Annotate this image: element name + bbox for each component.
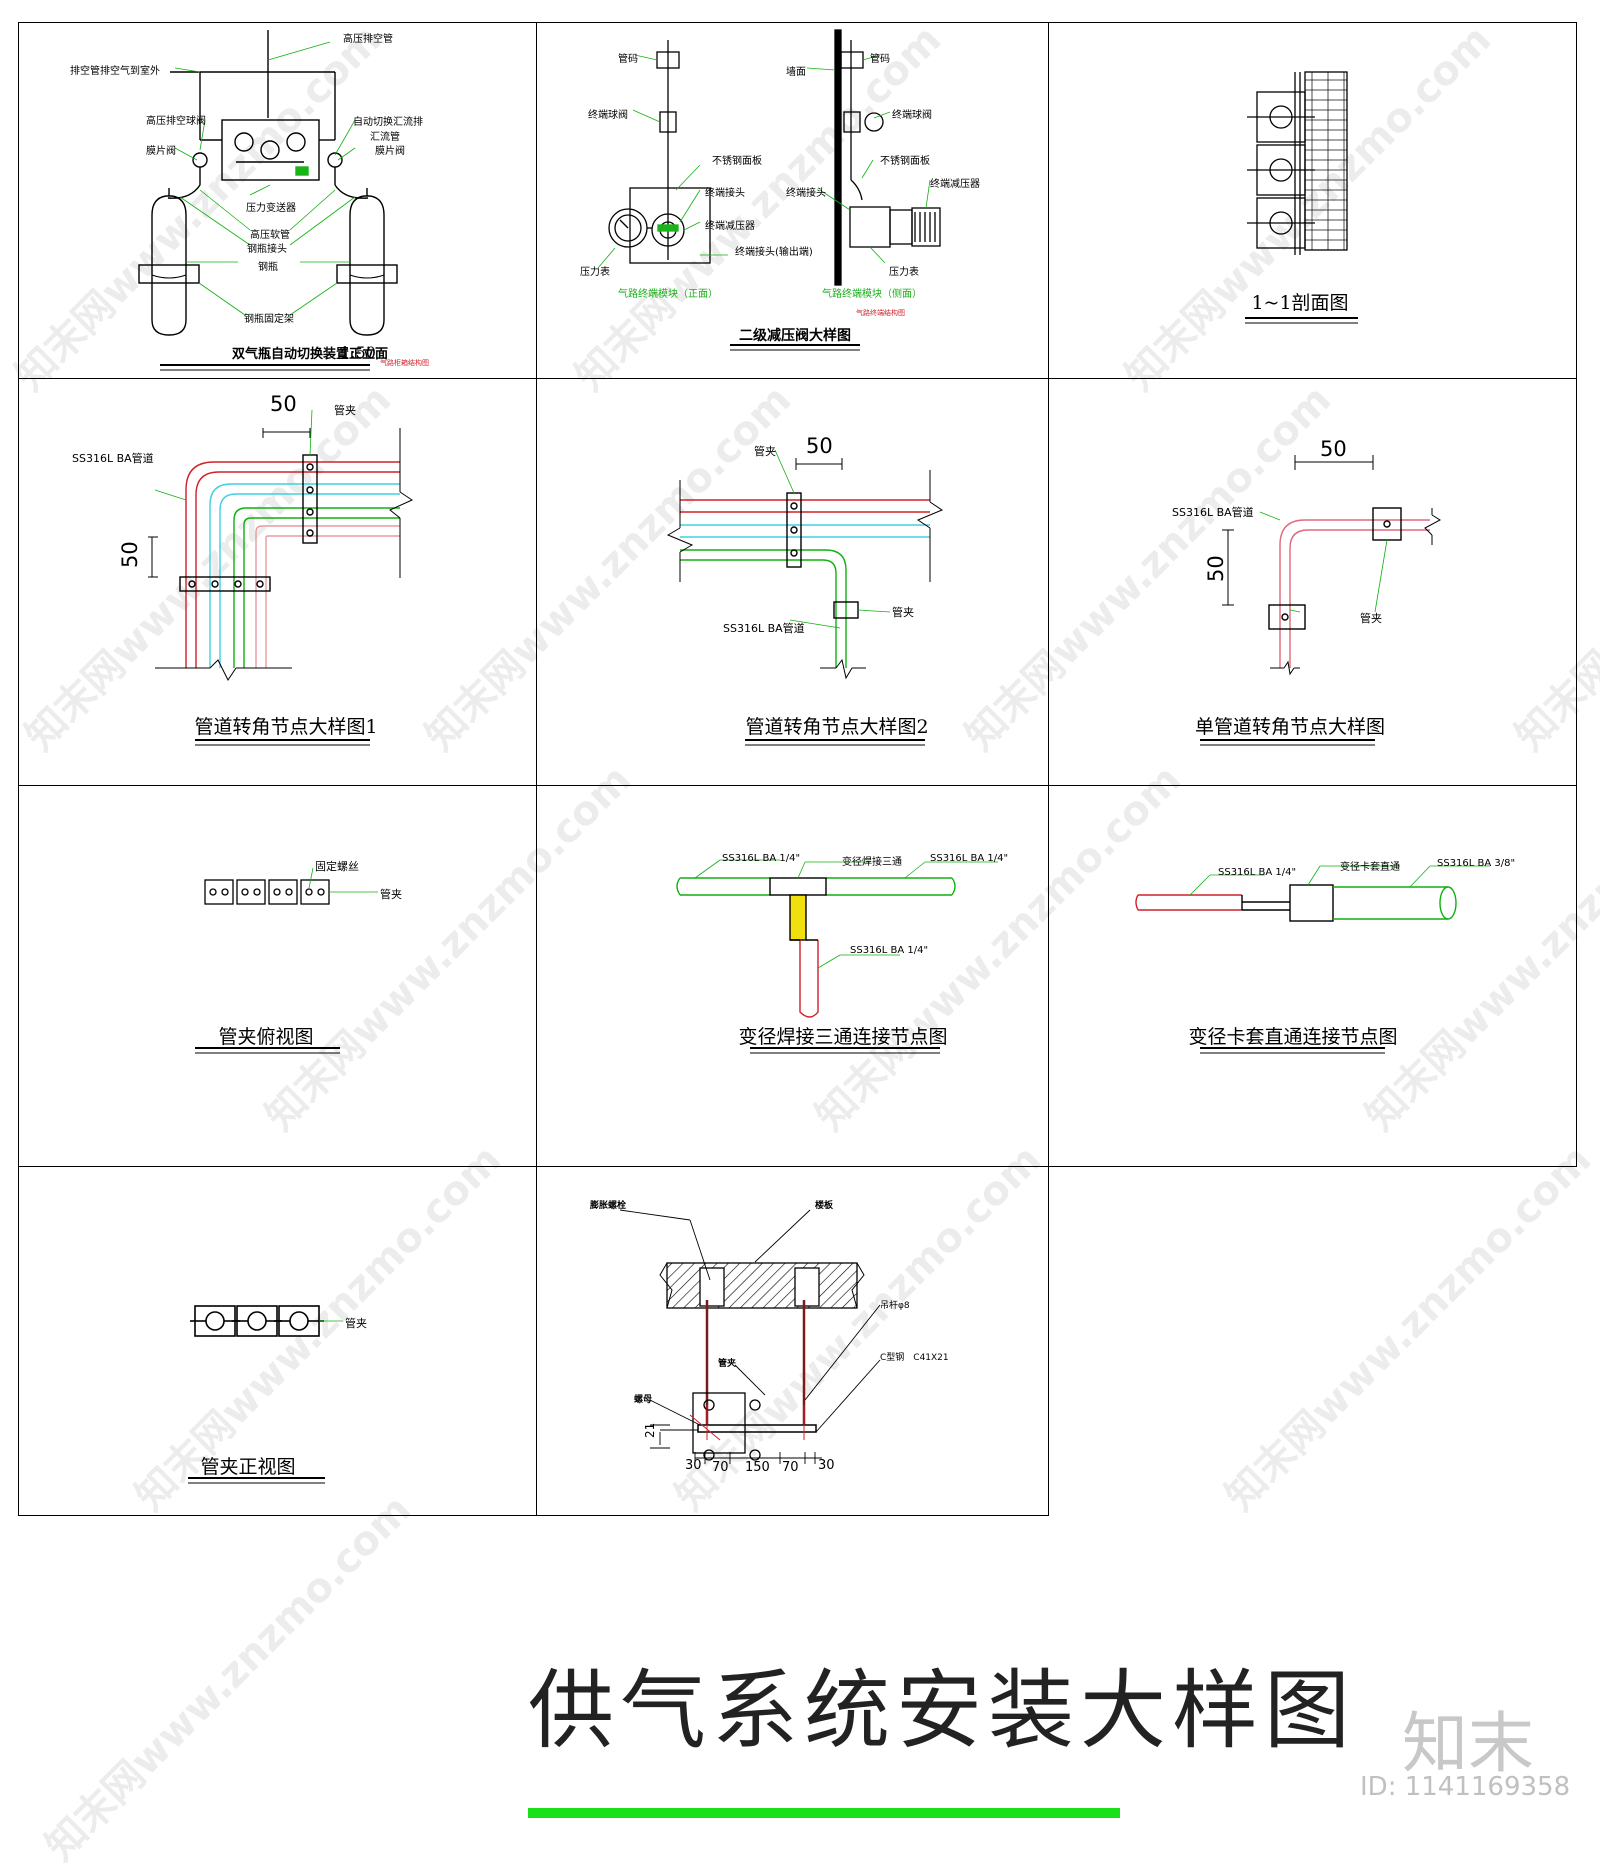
label-tee: 变径焊接三通 [842,857,902,868]
panel-title: 管道转角节点大样图2 [745,716,929,738]
panel-title: 变径焊接三通连接节点图 [738,1026,948,1048]
dimension: 150 [745,1460,770,1475]
dimension: 30 [818,1458,835,1473]
label-steel-panel: 不锈钢面板 [712,156,762,167]
label-terminal-joint: 终端接头 [705,188,745,199]
label-clamp: 管夹 [892,606,914,619]
label-screw: 固定螺丝 [315,860,359,873]
label-terminal-joint: 终端接头 [786,188,826,199]
panel-frame [1048,785,1577,1167]
panel-scale: 1:50 [340,343,376,362]
dimension: 50 [270,392,297,416]
label-hp-hose: 高压软管 [250,230,290,241]
label-ball-valve: 终端球阀 [892,110,932,121]
label-clamp: 管夹 [754,445,776,458]
label-clamp: 管夹 [345,1317,367,1330]
panel-title: 1~1剖面图 [1251,292,1349,314]
panel-title: 管道转角节点大样图1 [194,716,378,738]
label-pipe: SS316L BA管道 [723,622,805,635]
label-module-side: 气路终端模块（侧面） [822,289,922,300]
brand-logo: 知末 [1402,1705,1534,1782]
label-pipe-right: SS316L BA 3/8" [1437,858,1516,869]
reducing-union-diagram [1135,865,1490,1054]
label-hp-vent-pipe: 高压排空管 [343,34,393,45]
drawing-sheet: 知末网www.znzmo.com 知末网www.znzmo.com 知末网www… [7,17,1600,1870]
hanger-detail-diagram [619,1209,881,1464]
panel-title: 管夹正视图 [200,1456,296,1478]
dimension: 50 [1204,555,1228,582]
cylinder-switch-diagram [138,30,398,371]
label-wall: 墙面 [786,67,806,78]
panel-frame [536,1166,1049,1516]
panel-title: 二级减压阀大样图 [739,328,851,344]
label-outlet: 终端接头(输出端) [735,247,813,258]
panel-note: 气路柜箱结构图 [380,359,429,367]
clamp-front-view-diagram [188,1305,343,1484]
sheet-title: 供气系统安装大样图 [528,1661,1356,1761]
label-clamp: 管夹 [718,1359,737,1369]
label-pipe-left: SS316L BA 1/4" [722,853,801,864]
label-diaphragm-valve-left: 膜片阀 [146,146,176,157]
label-module-front: 气路终端模块（正面） [618,289,718,300]
dimension: 50 [1320,437,1347,461]
dimension: 21 [643,1422,657,1438]
image-id: ID: 1141169358 [1360,1772,1571,1802]
dimension: 50 [118,541,142,568]
label-cylinder-joint: 钢瓶接头 [247,244,287,255]
label-diaphragm-valve-right: 膜片阀 [375,146,405,157]
panel-title: 双气瓶自动切换装置正立面 [232,347,389,362]
label-rod: 吊杆φ8 [880,1301,910,1311]
label-union: 变径卡套直通 [1340,862,1400,873]
label-pipe-code: 管码 [870,54,890,65]
clamp-top-view-diagram [195,867,378,1054]
label-pipe-right: SS316L BA 1/4" [930,853,1009,864]
label-slab: 楼板 [815,1201,834,1211]
reducing-tee-diagram [676,859,998,1054]
label-anchor: 膨胀螺栓 [590,1201,627,1211]
label-clamp: 管夹 [334,404,356,417]
label-pressure-transmitter: 压力变送器 [246,203,296,214]
pipe-corner-2-diagram [666,449,944,746]
dimension: 30 [685,1458,702,1473]
dimension: 70 [712,1460,729,1475]
label-gauge: 压力表 [580,267,610,278]
label-pipe: SS316L BA管道 [1172,506,1254,519]
label-gauge: 压力表 [889,267,919,278]
label-terminal-reducer: 终端减压器 [930,179,980,190]
label-pipe: SS316L BA管道 [72,452,154,465]
title-underline [528,1808,1120,1818]
label-cylinder: 钢瓶 [258,262,278,273]
label-clamp: 管夹 [1360,612,1382,625]
label-manifold: 汇流管 [370,132,400,143]
label-ball-valve: 终端球阀 [588,110,628,121]
label-terminal-reducer: 终端减压器 [705,221,755,232]
label-nut: 螺母 [634,1395,653,1405]
panel-title: 单管道转角节点大样图 [1194,716,1386,738]
label-pipe-code: 管码 [618,54,638,65]
single-pipe-corner-diagram [1200,455,1441,746]
label-pipe-down: SS316L BA 1/4" [850,945,929,956]
panel-title: 管夹俯视图 [218,1026,314,1048]
label-auto-switch: 自动切换汇流排 [353,117,423,128]
label-pipe-left: SS316L BA 1/4" [1218,867,1297,878]
label-clamp: 管夹 [380,888,402,901]
label-hp-vent-valve: 高压排空球阀 [146,116,206,127]
label-channel: C型钢 C41X21 [880,1353,949,1363]
panel-title: 变径卡套直通连接节点图 [1188,1026,1398,1048]
panel-note: 气路终端结构图 [856,309,905,317]
pipe-corner-1-diagram [148,409,414,746]
drawing-linework [138,29,1490,1484]
label-steel-panel: 不锈钢面板 [880,156,930,167]
pressure-reducer-diagram [597,29,941,351]
label-vent-out: 排空管排空气到室外 [70,66,160,77]
dimension: 70 [782,1460,799,1475]
section-view-diagram [1245,71,1358,324]
label-cylinder-bracket: 钢瓶固定架 [244,314,294,325]
dimension: 50 [806,434,833,458]
